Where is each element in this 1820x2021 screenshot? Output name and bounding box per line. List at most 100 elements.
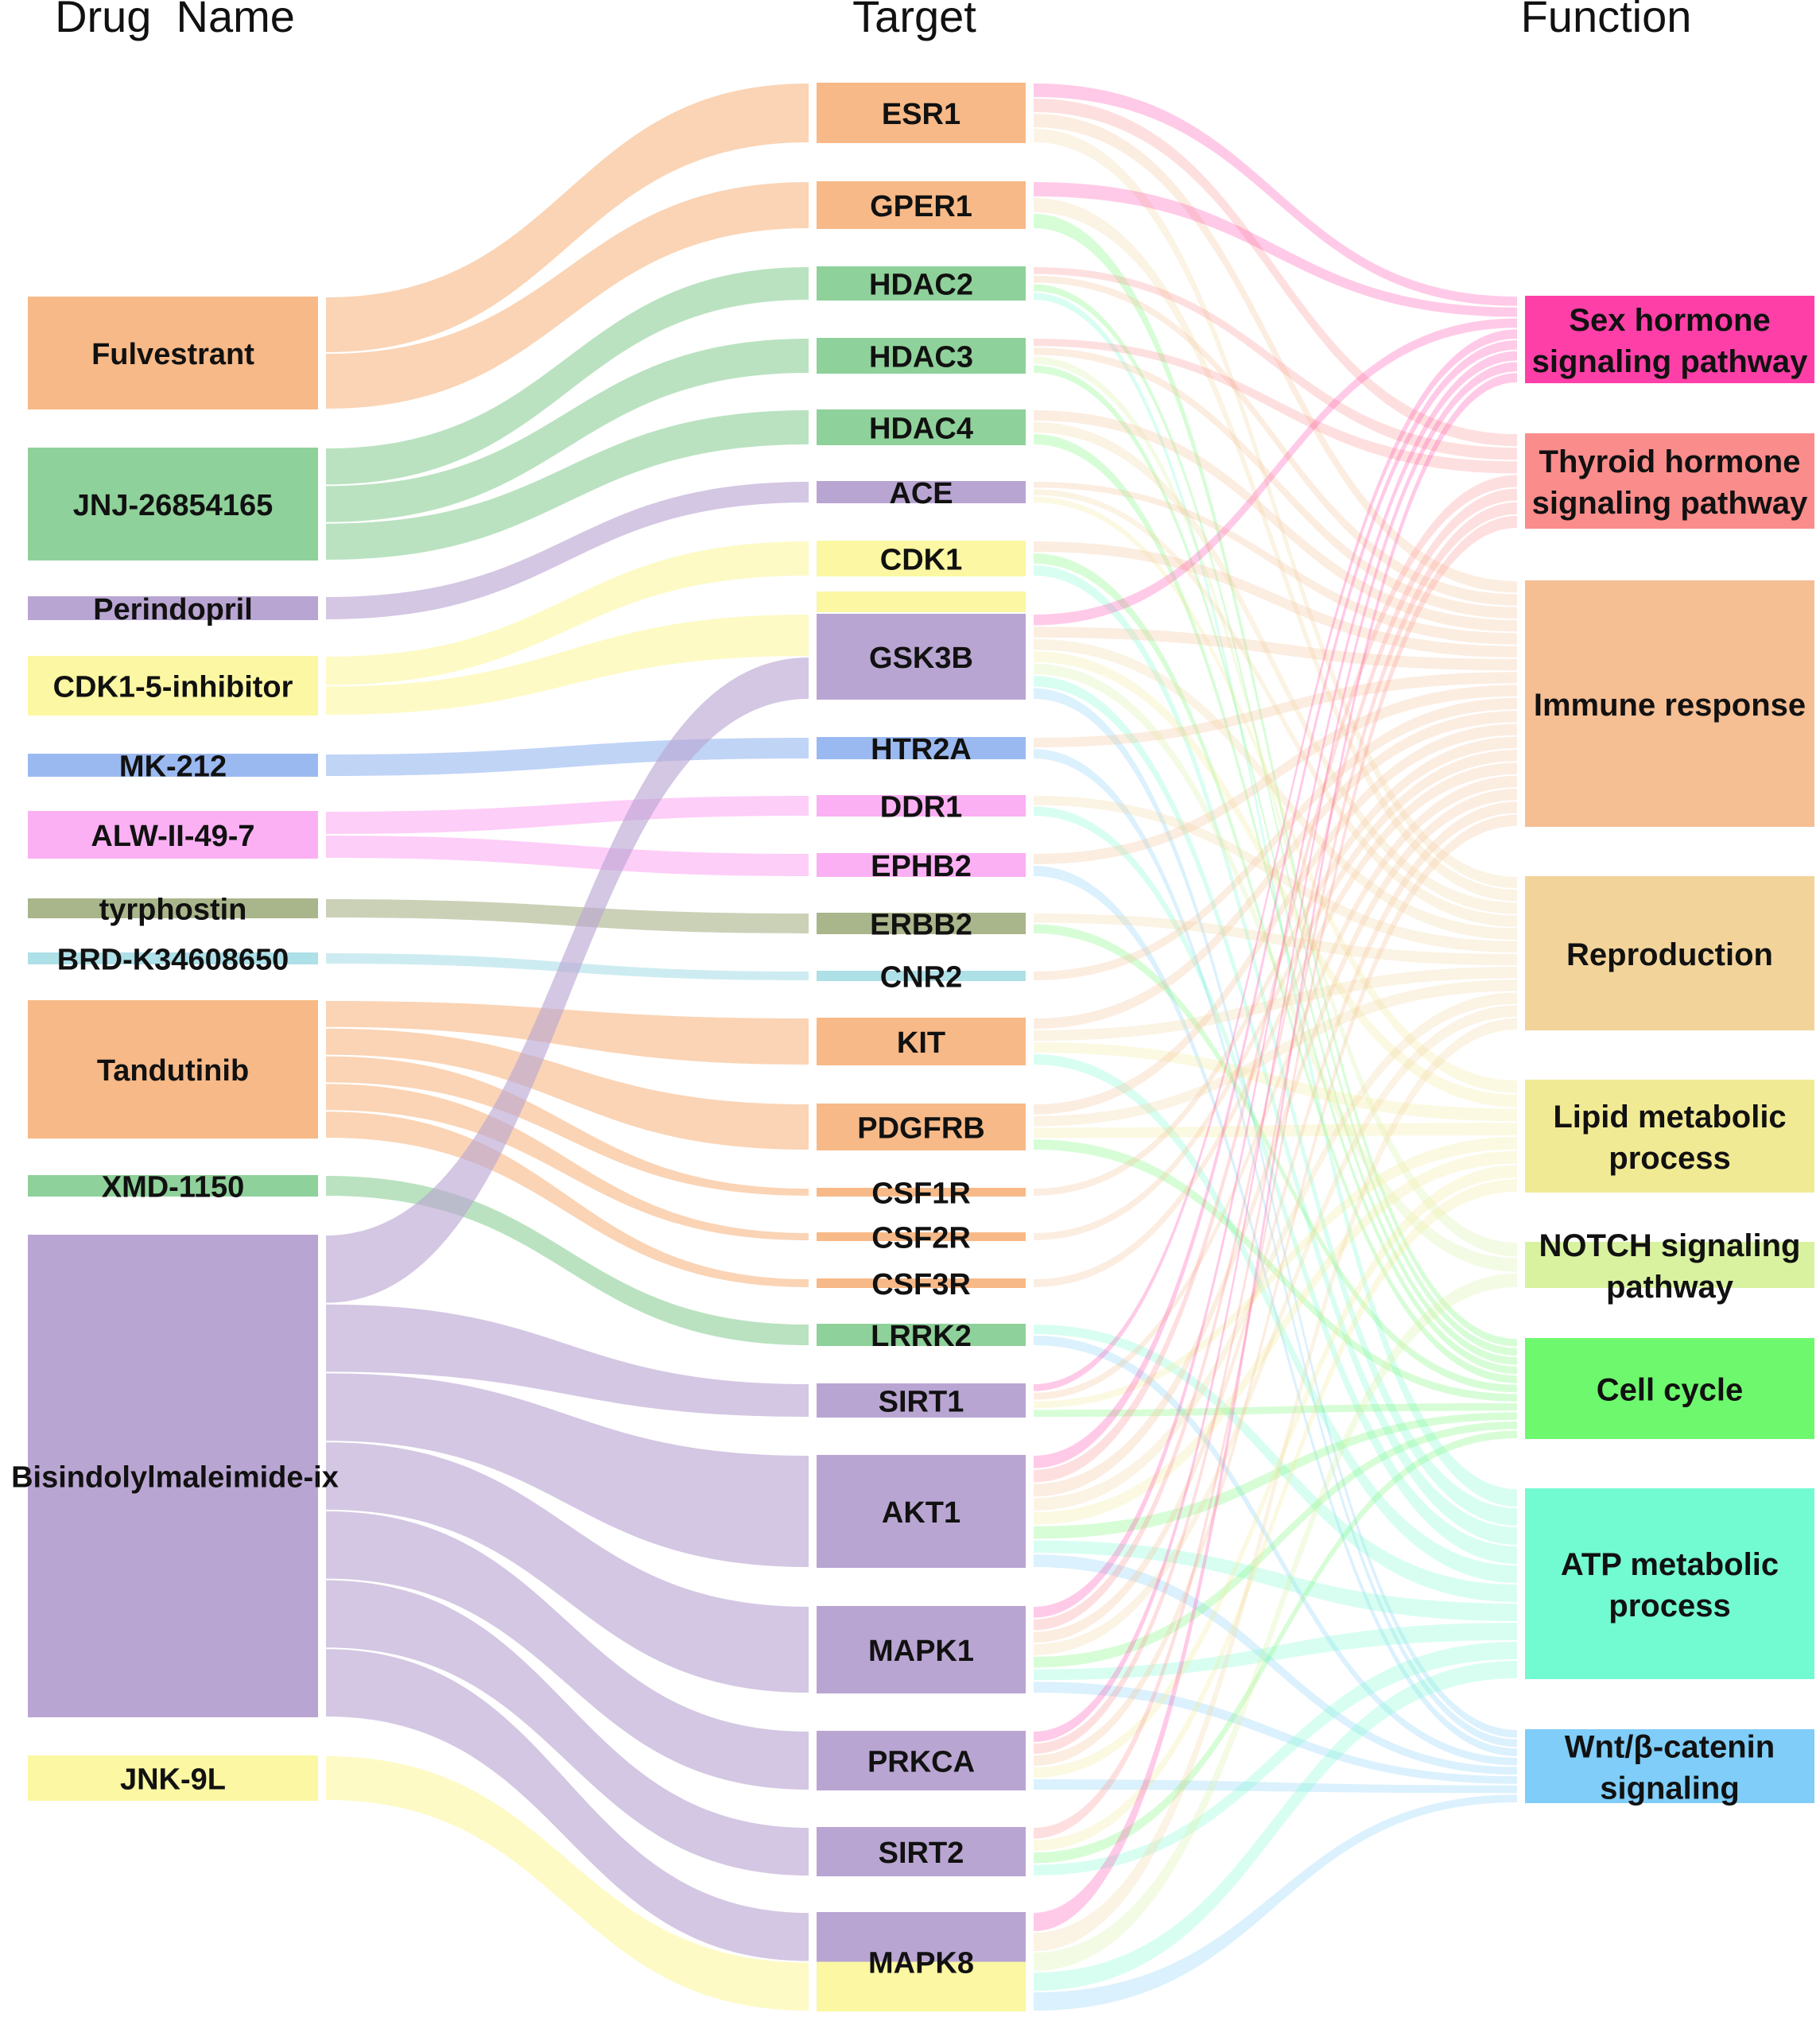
link-sirt2-to-thyroid-hormone-signaling-pathway bbox=[1034, 515, 1517, 1839]
link-hdac2-to-cell-cycle bbox=[1034, 284, 1517, 1356]
link-jnj-26854165-to-hdac4 bbox=[326, 410, 809, 560]
link-cnr2-to-immune-response bbox=[1034, 697, 1517, 980]
link-cdk1-to-cell-cycle bbox=[1034, 553, 1517, 1383]
link-gsk3b-to-reproduction bbox=[1034, 638, 1517, 940]
drug-label-xmd-1150: XMD-1150 bbox=[102, 1171, 245, 1204]
link-ace-to-reproduction bbox=[1034, 489, 1517, 927]
drug-node-perindopril bbox=[28, 596, 318, 620]
link-hdac3-to-cell-cycle bbox=[1034, 365, 1517, 1365]
drug-node-cdk1-5-inhibitor bbox=[28, 656, 318, 716]
target-node-mapk1 bbox=[817, 1606, 1026, 1693]
drug-label-fulvestrant: Fulvestrant bbox=[91, 338, 254, 371]
link-gper1-to-cell-cycle bbox=[1034, 214, 1517, 1347]
target-label-cnr2: CNR2 bbox=[880, 961, 962, 995]
link-prkca-to-immune-response bbox=[1034, 814, 1517, 1766]
link-ace-to-lipid-metabolic-process bbox=[1034, 496, 1517, 1093]
function-node-atp-metabolic-process bbox=[1525, 1488, 1814, 1679]
link-tandutinib-to-csf1r bbox=[326, 1056, 809, 1196]
link-bisindolylmaleimide-ix-to-gsk3b bbox=[326, 658, 809, 1303]
link-lrrk2-to-wnt-catenin-signaling bbox=[1034, 1336, 1517, 1766]
drug-node-bisindolylmaleimide-ix bbox=[28, 1235, 318, 1717]
link-alw-ii-49-7-to-ephb2 bbox=[326, 836, 809, 876]
link-ace-to-immune-response bbox=[1034, 482, 1517, 645]
link-cdk1-to-immune-response bbox=[1034, 541, 1517, 658]
function-label-atp-metabolic-process-line-2: process bbox=[1609, 1588, 1730, 1623]
target-label-sirt1: SIRT1 bbox=[879, 1386, 964, 1419]
link-prkca-to-sex-hormone-signaling-pathway bbox=[1034, 362, 1517, 1742]
drug-node-jnk-9l bbox=[28, 1755, 318, 1801]
link-pdgfrb-to-cell-cycle bbox=[1034, 1139, 1517, 1402]
link-akt1-to-atp-metabolic-process bbox=[1034, 1540, 1517, 1621]
function-label-notch-signaling-pathway-line-2: pathway bbox=[1606, 1270, 1734, 1305]
function-label-cell-cycle-line-1: Cell cycle bbox=[1597, 1373, 1744, 1408]
target-label-hdac2: HDAC2 bbox=[869, 269, 973, 302]
link-kit-to-atp-metabolic-process bbox=[1034, 1054, 1517, 1583]
target-label-akt1: AKT1 bbox=[882, 1496, 960, 1530]
target-node-esr1 bbox=[817, 83, 1026, 143]
function-label-thyroid-hormone-signaling-pathway-line-1: Thyroid hormone bbox=[1539, 444, 1801, 479]
target-node-mapk8-jnk-9l-band bbox=[817, 1961, 1026, 2011]
link-mapk1-to-reproduction bbox=[1034, 1005, 1517, 1655]
link-jnj-26854165-to-hdac3 bbox=[326, 339, 809, 522]
target-node-pdgfrb bbox=[817, 1104, 1026, 1150]
link-bisindolylmaleimide-ix-to-sirt1 bbox=[326, 1304, 809, 1417]
link-perindopril-to-ace bbox=[326, 482, 809, 619]
target-node-erbb2 bbox=[817, 913, 1026, 934]
link-csf2r-to-immune-response bbox=[1034, 750, 1517, 1240]
link-hdac4-to-reproduction bbox=[1034, 422, 1517, 914]
link-mapk8-to-atp-metabolic-process bbox=[1034, 1661, 1517, 1991]
drug-node-brd-k34608650 bbox=[28, 952, 318, 964]
link-pdgfrb-to-immune-response bbox=[1034, 723, 1517, 1115]
drug-name-header: Drug Name bbox=[55, 0, 295, 41]
function-label-lipid-metabolic-process-line-1: Lipid metabolic bbox=[1553, 1100, 1786, 1135]
link-akt1-to-wnt-catenin-signaling bbox=[1034, 1554, 1517, 1775]
function-node-reproduction bbox=[1525, 876, 1814, 1030]
function-node-sex-hormone-signaling-pathway bbox=[1525, 296, 1814, 383]
link-gsk3b-to-immune-response bbox=[1034, 626, 1517, 671]
drug-label-cdk1-5-inhibitor: CDK1-5-inhibitor bbox=[53, 671, 293, 704]
target-node-ace bbox=[817, 481, 1026, 503]
link-cdk1-5-inhibitor-to-gsk3b bbox=[326, 615, 809, 715]
function-label-immune-response-line-1: Immune response bbox=[1534, 688, 1806, 723]
drug-label-brd-k34608650: BRD-K34608650 bbox=[57, 944, 289, 977]
link-ephb2-to-immune-response bbox=[1034, 685, 1517, 864]
link-ddr1-to-atp-metabolic-process bbox=[1034, 806, 1517, 1564]
target-label-csf2r: CSF2R bbox=[871, 1222, 971, 1255]
target-label-gper1: GPER1 bbox=[870, 190, 972, 223]
target-node-ddr1 bbox=[817, 795, 1026, 817]
link-hdac4-to-cell-cycle bbox=[1034, 434, 1517, 1375]
link-esr1-to-immune-response bbox=[1034, 114, 1517, 593]
drug-node-xmd-1150 bbox=[28, 1175, 318, 1197]
target-node-hdac3 bbox=[817, 338, 1026, 374]
target-label-gsk3b: GSK3B bbox=[869, 642, 973, 675]
target-label-lrrk2: LRRK2 bbox=[871, 1320, 972, 1353]
link-bisindolylmaleimide-ix-to-mapk8 bbox=[326, 1649, 809, 1961]
target-label-prkca: PRKCA bbox=[867, 1746, 975, 1779]
link-alw-ii-49-7-to-ddr1 bbox=[326, 796, 809, 834]
function-node-immune-response bbox=[1525, 580, 1814, 827]
link-kit-to-immune-response bbox=[1034, 711, 1517, 1029]
drug-label-tyrphostin: tyrphostin bbox=[99, 894, 247, 927]
link-csf1r-to-immune-response bbox=[1034, 736, 1517, 1196]
link-ddr1-to-reproduction bbox=[1034, 796, 1517, 952]
link-xmd-1150-to-lrrk2 bbox=[326, 1176, 809, 1345]
link-mapk8-to-wnt-catenin-signaling bbox=[1034, 1794, 1517, 2011]
link-hdac3-to-thyroid-hormone-signaling-pathway bbox=[1034, 339, 1517, 474]
target-label-ddr1: DDR1 bbox=[880, 791, 962, 824]
drug-label-tandutinib: Tandutinib bbox=[97, 1054, 249, 1088]
target-label-sirt2: SIRT2 bbox=[879, 1837, 964, 1870]
link-prkca-to-thyroid-hormone-signaling-pathway bbox=[1034, 502, 1517, 1754]
node-layer: FulvestrantJNJ-26854165PerindoprilCDK1-5… bbox=[11, 83, 1814, 2011]
target-node-cnr2 bbox=[817, 971, 1026, 981]
link-hdac2-to-thyroid-hormone-signaling-pathway bbox=[1034, 267, 1517, 460]
link-hdac2-to-immune-response bbox=[1034, 275, 1517, 606]
link-tandutinib-to-csf3r bbox=[326, 1111, 809, 1287]
link-sirt1-to-immune-response bbox=[1034, 775, 1517, 1400]
drug-node-mk-212 bbox=[28, 754, 318, 777]
link-prkca-to-wnt-catenin-signaling bbox=[1034, 1779, 1517, 1794]
target-node-kit bbox=[817, 1018, 1026, 1065]
target-label-ace: ACE bbox=[889, 477, 953, 510]
link-akt1-to-immune-response bbox=[1034, 789, 1517, 1497]
link-htr2a-to-wnt-catenin-signaling bbox=[1034, 749, 1517, 1748]
target-node-ephb2 bbox=[817, 853, 1026, 877]
